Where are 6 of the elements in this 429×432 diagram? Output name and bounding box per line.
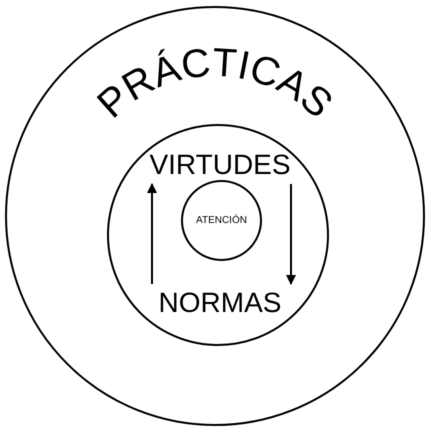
inner-circle: ATENCIÓN <box>181 180 262 261</box>
middle-circle <box>107 124 329 346</box>
arrow <box>147 183 157 284</box>
outer-circle <box>5 6 425 426</box>
arrow <box>286 184 296 285</box>
circle-label: NORMAS <box>140 284 300 322</box>
